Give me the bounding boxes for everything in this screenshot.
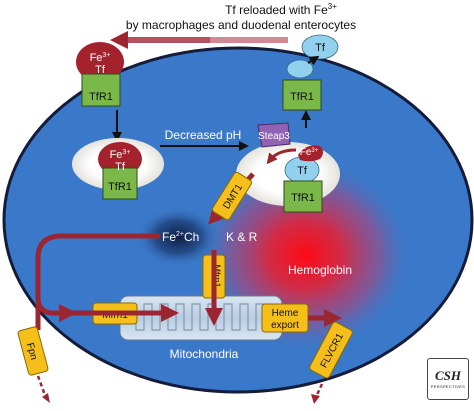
svg-text:Fe3+: Fe3+ — [90, 52, 111, 64]
svg-text:Fe3+: Fe3+ — [300, 147, 319, 158]
svg-text:Tf: Tf — [297, 165, 308, 177]
svg-text:TfR1: TfR1 — [89, 91, 113, 103]
svg-text:Fpn: Fpn — [24, 342, 39, 361]
flvcr1-efflux-head — [311, 394, 320, 404]
apo-tf-released: Tf — [301, 34, 339, 60]
mitochondria-label: Mitochondria — [170, 347, 239, 361]
fe3-release: Fe3+ — [266, 145, 323, 165]
iron-distribution-arrow — [35, 233, 160, 322]
chaperone-label: Fe2+Ch — [162, 230, 199, 244]
hemoglobin-label: Hemoglobin — [288, 263, 352, 277]
fpn-efflux-head — [42, 393, 50, 403]
svg-text:Fe3+: Fe3+ — [110, 149, 131, 161]
steap3-enzyme: Steap3 — [257, 122, 291, 148]
svg-text:TfR1: TfR1 — [290, 91, 314, 103]
fpn-transporter: Fpn — [17, 326, 49, 376]
svg-text:Tf: Tf — [115, 161, 126, 173]
svg-text:TfR1: TfR1 — [108, 181, 132, 193]
mitochondrion — [119, 295, 283, 341]
heme-export-transporter: Heme export — [261, 303, 309, 333]
fe2-label-endosome: Fe2+ — [253, 165, 272, 176]
tf-release-arrow — [307, 55, 320, 66]
apo-tf-endosome: Tf TfR1 — [283, 156, 323, 213]
tf-return-arrow — [110, 31, 288, 49]
svg-text:Tf: Tf — [315, 42, 326, 54]
svg-text:Heme: Heme — [272, 308, 299, 319]
chaperone-glow — [136, 207, 220, 267]
svg-text:TfR1: TfR1 — [291, 192, 315, 204]
flvcr1-efflux-dashes — [314, 383, 324, 398]
top-caption-line2: by macrophages and duodenal enterocytes — [126, 18, 356, 32]
endosome-left: Fe3+ Tf TfR1 — [72, 138, 164, 200]
svg-text:Steap3: Steap3 — [258, 131, 290, 142]
csh-perspectives-logo: CSH PERSPECTIVES — [427, 358, 469, 400]
svg-text:Mfrn1: Mfrn1 — [212, 264, 222, 287]
kiss-and-run-label: K & R — [226, 230, 258, 244]
dmt1-transporter: DMT1 — [211, 171, 253, 221]
top-caption-line1: Tf reloaded with Fe3+ — [225, 2, 337, 17]
decreased-ph-label: Decreased pH — [165, 128, 242, 142]
surface-complex-left: Fe3+ Tf TfR1 — [76, 42, 124, 107]
svg-text:Tf: Tf — [95, 64, 106, 76]
svg-text:export: export — [271, 320, 299, 331]
fpn-efflux-dashes — [36, 375, 48, 399]
